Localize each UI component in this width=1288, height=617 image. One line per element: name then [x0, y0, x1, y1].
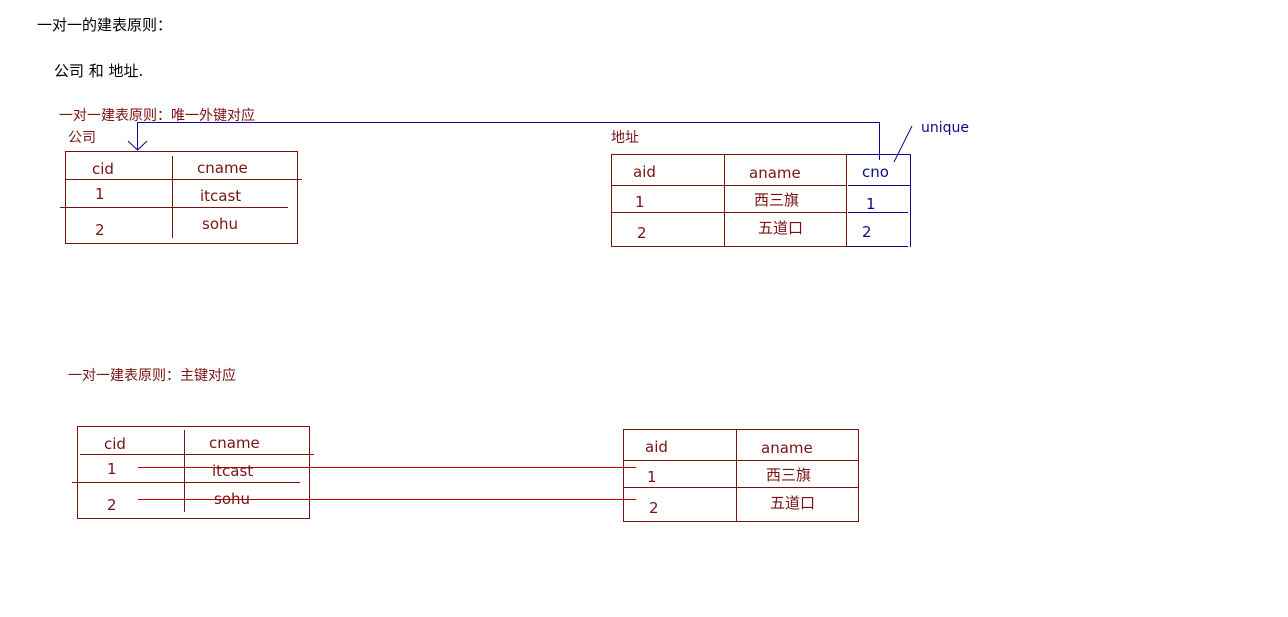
s2-address-cell: 1: [647, 468, 657, 486]
company-table-label: 公司: [68, 130, 96, 146]
section1-title: 一对一建表原则：唯一外键对应: [59, 108, 255, 124]
s2-company-header-cname: cname: [209, 434, 260, 452]
s1-company-table-lines: [60, 151, 302, 244]
s1-address-cell: 1: [866, 195, 876, 213]
s1-company-cell: itcast: [200, 187, 242, 205]
s1-address-cell: 1: [635, 193, 645, 211]
s2-company-header-cid: cid: [104, 435, 126, 453]
s2-address-table-lines: [623, 429, 859, 522]
address-table-label: 地址: [611, 130, 639, 146]
s2-address-cell: 五道口: [770, 494, 816, 512]
s2-address-cell: 2: [649, 499, 659, 517]
s2-address-header-aname: aname: [761, 439, 813, 457]
page-subheading: 公司 和 地址.: [54, 62, 144, 80]
page-heading: 一对一的建表原则：: [37, 16, 173, 34]
s1-address-cell: 2: [862, 223, 872, 241]
s2-address-cell: 西三旗: [766, 466, 812, 484]
s2-company-cell: itcast: [212, 462, 254, 480]
s2-company-cell: 1: [107, 460, 117, 478]
s1-address-cell: 2: [637, 224, 647, 242]
s1-company-header-cid: cid: [92, 160, 114, 178]
s1-address-header-cno: cno: [862, 163, 889, 181]
s1-address-table-lines: [611, 154, 911, 247]
s1-address-cell: 西三旗: [754, 191, 800, 209]
s2-company-cell: 2: [107, 496, 117, 514]
unique-label: unique: [921, 120, 970, 136]
s2-primary-key-links: [138, 467, 636, 500]
s1-address-cell: 五道口: [758, 219, 804, 237]
s1-address-header-aname: aname: [749, 164, 801, 182]
s1-address-header-aid: aid: [633, 163, 656, 181]
section2-title: 一对一建表原则：主键对应: [68, 368, 236, 384]
s2-company-table-lines: [72, 426, 314, 519]
s2-address-header-aid: aid: [645, 438, 668, 456]
s1-company-cell: 1: [95, 185, 105, 203]
s1-foreign-key-link: [127, 122, 913, 163]
s1-company-cell: 2: [95, 221, 105, 239]
s1-company-header-cname: cname: [197, 159, 248, 177]
s1-company-cell: sohu: [202, 215, 239, 233]
s2-company-cell: sohu: [214, 490, 251, 508]
